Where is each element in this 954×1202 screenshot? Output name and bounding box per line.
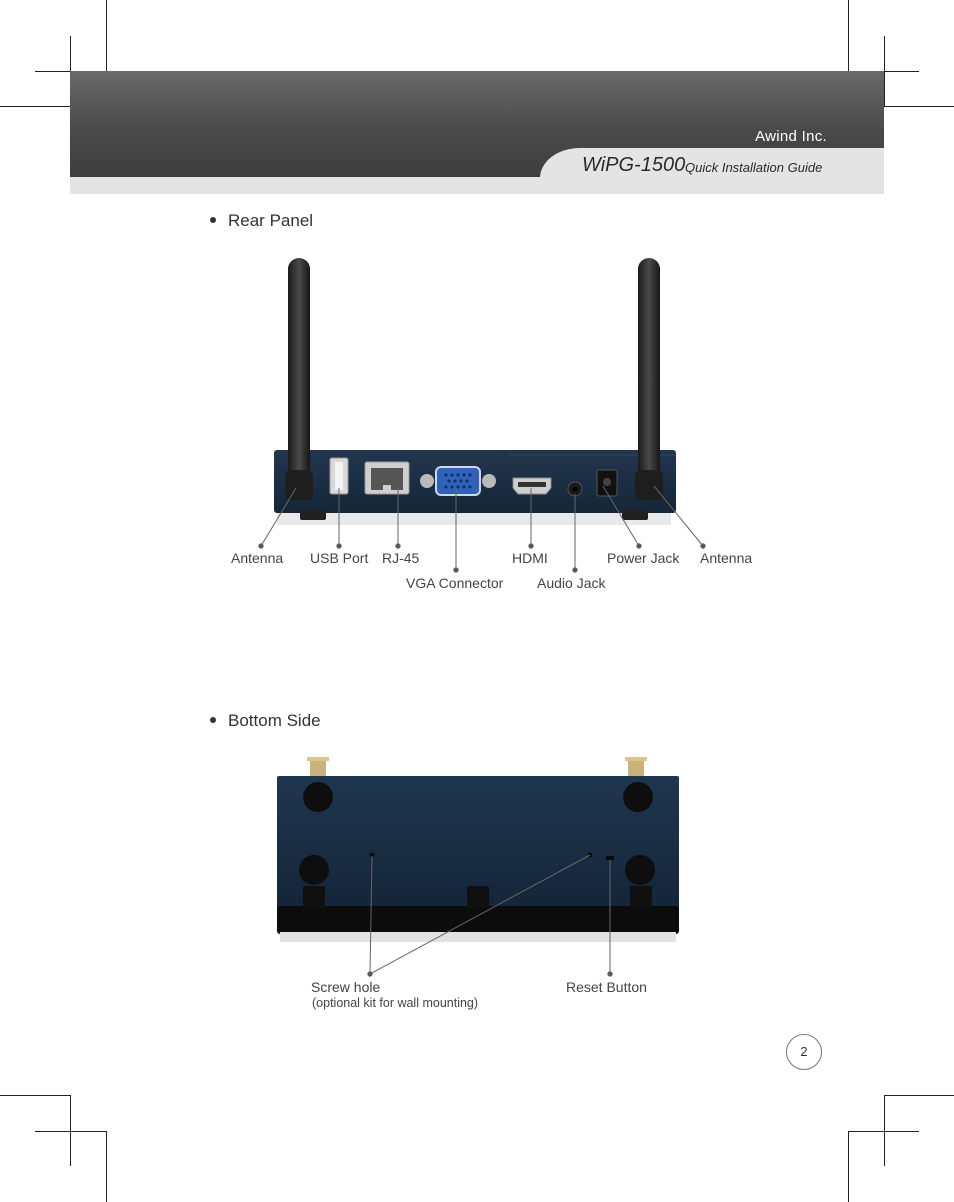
crop-mark: [106, 0, 107, 72]
bottom-leader-lines: [367, 854, 613, 977]
label-hdmi: HDMI: [512, 550, 548, 566]
crop-mark: [884, 1095, 954, 1096]
label-antenna-left: Antenna: [231, 550, 284, 566]
rj45-port-icon: [364, 461, 410, 495]
crop-mark: [35, 1131, 107, 1132]
crop-mark: [0, 106, 71, 107]
guide-title: Quick Installation Guide: [685, 160, 823, 175]
power-jack-icon: [596, 469, 618, 497]
bullet-icon: [210, 217, 216, 224]
label-usb-port: USB Port: [310, 550, 369, 566]
crop-mark: [70, 1095, 71, 1166]
company-name: Awind Inc.: [755, 128, 827, 145]
crop-mark: [848, 1131, 849, 1202]
label-power-jack: Power Jack: [607, 550, 680, 566]
label-screw-hole: Screw hole: [311, 979, 381, 995]
crop-mark: [848, 1131, 919, 1132]
label-reset-button: Reset Button: [566, 979, 647, 995]
vga-port-icon: [420, 466, 496, 496]
crop-mark: [884, 106, 954, 107]
page-number: 2: [786, 1034, 822, 1070]
bottom-side-heading: Bottom Side: [210, 711, 321, 731]
rear-leader-lines: [258, 485, 706, 573]
device-bottom-body: [277, 757, 679, 942]
label-rj45: RJ-45: [382, 550, 420, 566]
rear-panel-heading-text: Rear Panel: [228, 211, 314, 230]
model-name: WiPG-1500: [582, 154, 686, 176]
rear-panel-heading: Rear Panel: [210, 211, 313, 231]
antenna-left-icon: [285, 258, 313, 500]
bottom-side-heading-text: Bottom Side: [228, 711, 321, 730]
crop-mark: [884, 1095, 885, 1166]
crop-mark: [848, 0, 849, 72]
label-audio-jack: Audio Jack: [537, 575, 606, 591]
audio-jack-icon: [567, 481, 583, 497]
label-screw-hole-note: (optional kit for wall mounting): [312, 996, 479, 1010]
antenna-right-icon: [635, 258, 663, 500]
crop-mark: [106, 1131, 107, 1202]
label-vga-connector: VGA Connector: [406, 575, 504, 591]
hdmi-port-icon: [512, 477, 552, 495]
crop-mark: [0, 1095, 71, 1096]
bullet-icon: [210, 717, 216, 724]
label-antenna-right: Antenna: [700, 550, 753, 566]
header-title-tab: [540, 148, 884, 194]
